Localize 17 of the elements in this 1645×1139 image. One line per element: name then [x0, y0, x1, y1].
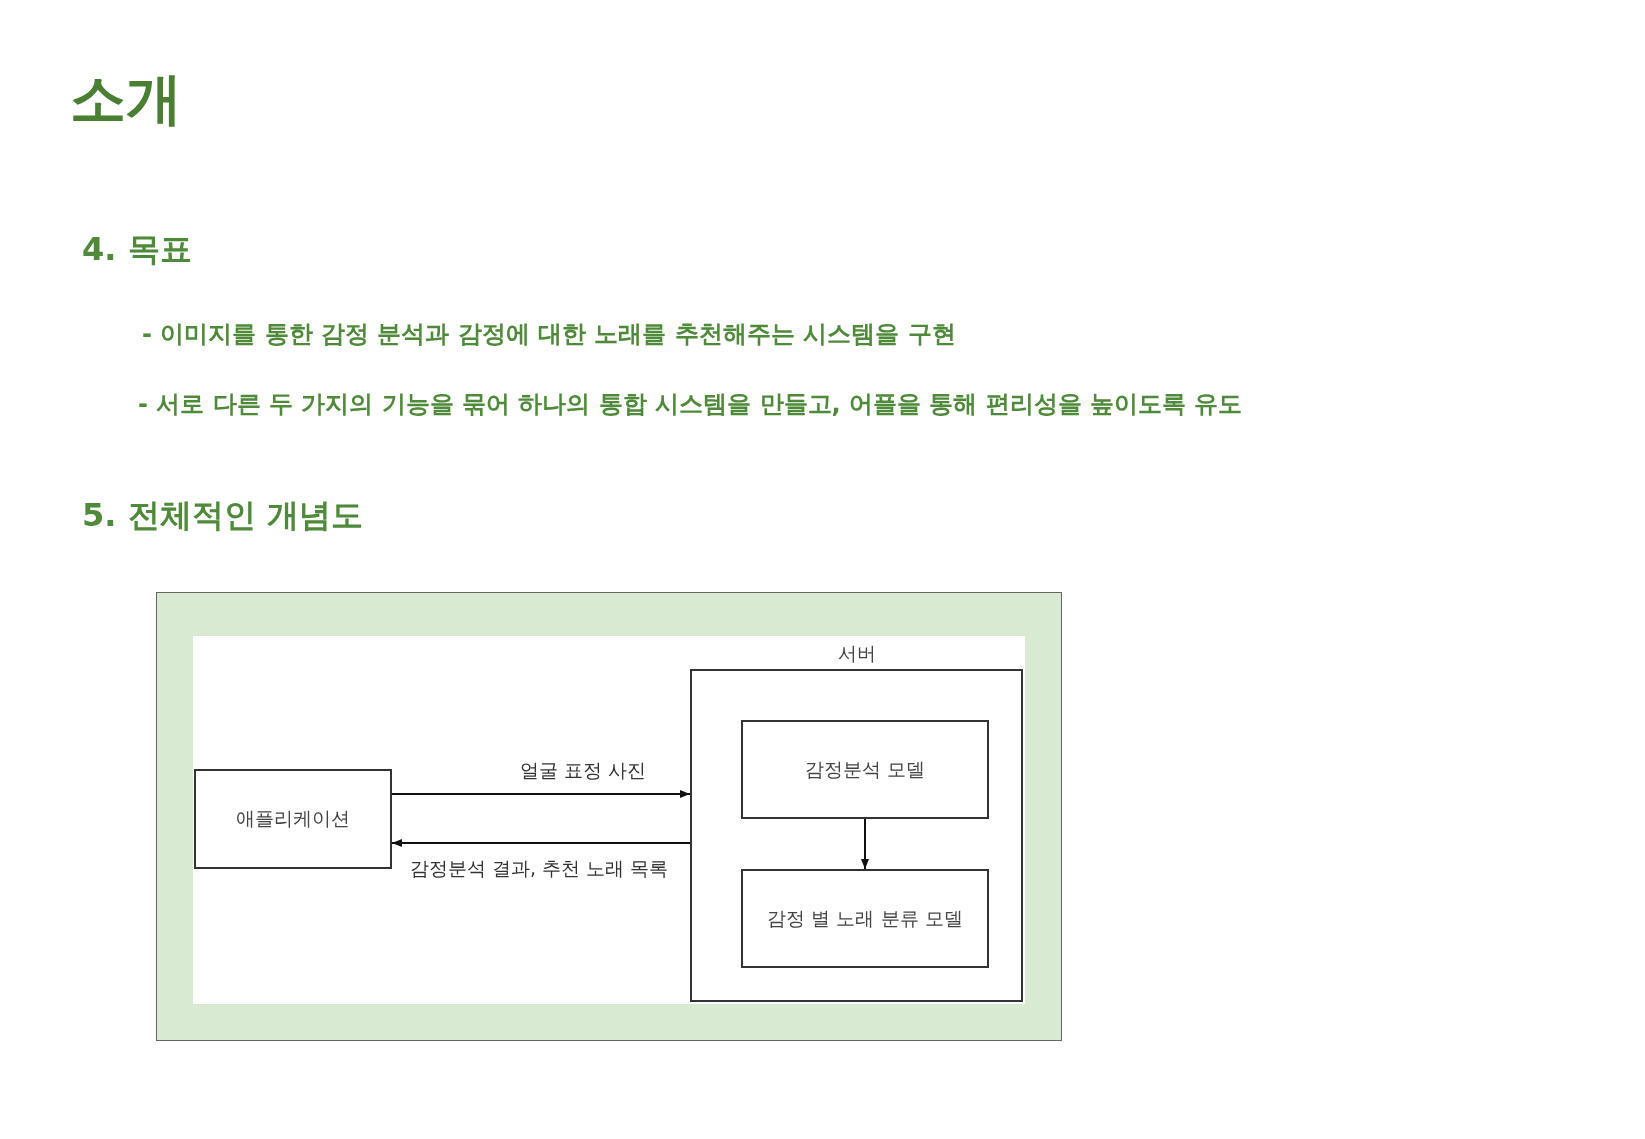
- bullet-text: - 이미지를 통한 감정 분석과 감정에 대한 노래를 추천해주는 시스템을 구현: [142, 319, 956, 350]
- model-box: [741, 869, 989, 968]
- app-box: [194, 769, 392, 869]
- arrow: [861, 818, 869, 870]
- arrow: [391, 839, 691, 847]
- page-title: 소개: [70, 65, 182, 133]
- arrow: [391, 790, 691, 798]
- edge-label: 감정분석 결과, 추천 노래 목록: [410, 856, 669, 881]
- model-box: [741, 720, 989, 819]
- section-heading: 5. 전체적인 개념도: [82, 495, 363, 536]
- edge-label: 얼굴 표정 사진: [520, 758, 647, 783]
- section-heading: 4. 목표: [82, 229, 192, 270]
- box-label: 감정분석 모델: [804, 756, 925, 782]
- box-label: 애플리케이션: [236, 806, 350, 831]
- box-label: 감정 별 노래 분류 모델: [767, 905, 963, 931]
- box-heading: 서버: [836, 641, 877, 666]
- bullet-text: - 서로 다른 두 가지의 기능을 묶어 하나의 통합 시스템을 만들고, 어플을 통해 편리성을 높이도록 유도: [138, 389, 1243, 420]
